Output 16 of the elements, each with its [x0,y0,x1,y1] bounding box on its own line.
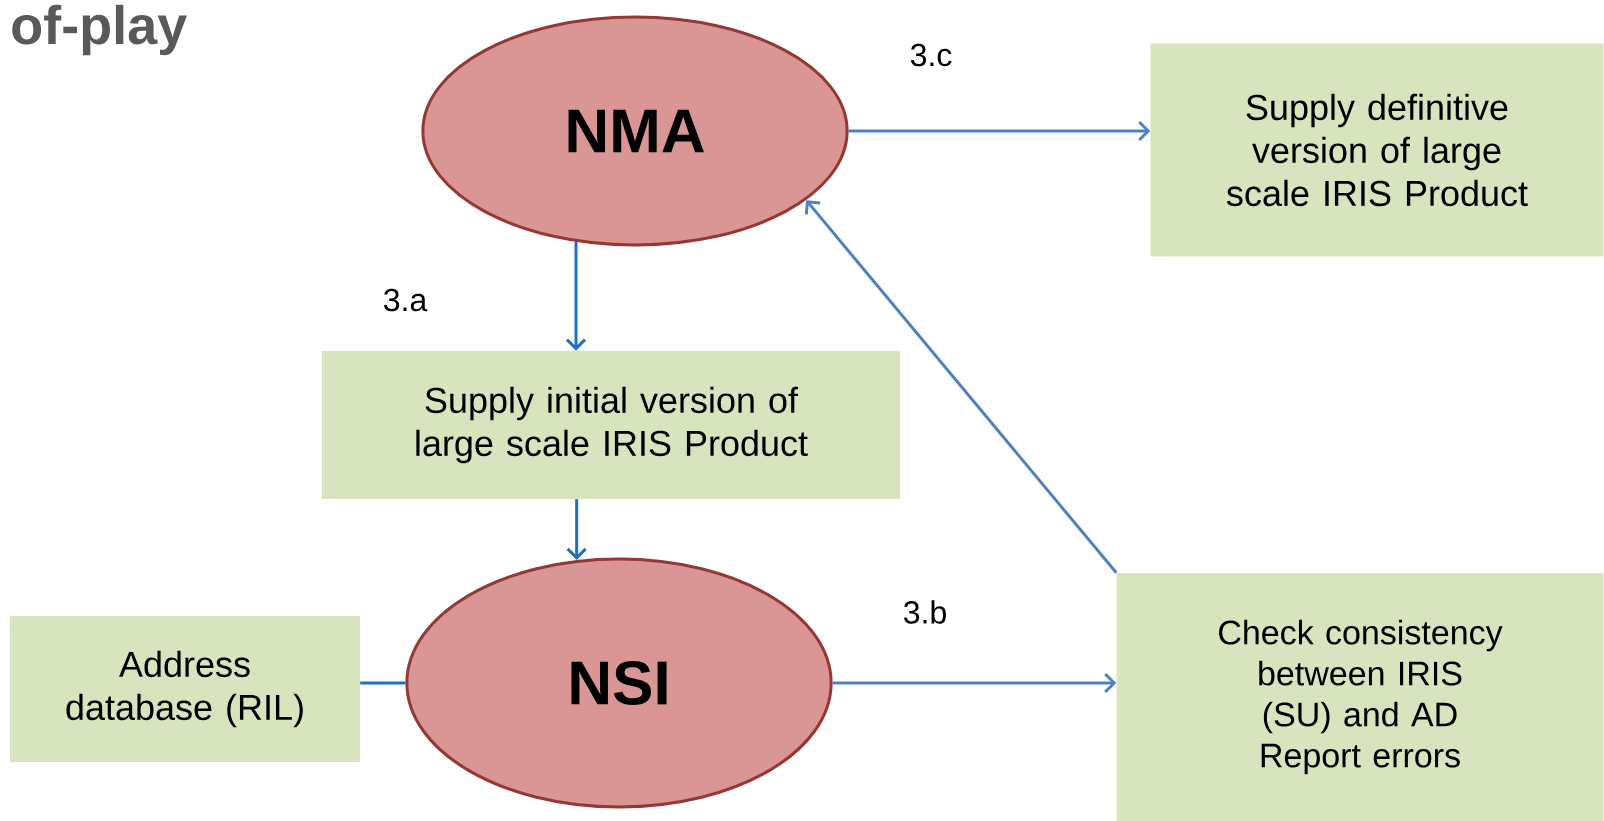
edge-label: 3.b [900,598,950,626]
ellipse-node: NSI [405,557,833,809]
ellipse-node: NMA [421,15,849,247]
arrow [804,200,1118,574]
process-box: Supply definitive version of large scale IRIS Product [1150,43,1604,257]
process-box: Address database (RIL) [10,616,360,762]
title: of-play [12,4,187,56]
edge-label: 3.a [380,286,430,314]
arrow [848,120,1151,142]
process-box: Check consistency between IRIS (SU) and AD Report errors [1116,573,1604,821]
arrow [565,242,587,351]
arrow [566,499,587,560]
process-box: Supply initial version of large scale IRIS Product [322,351,900,499]
arrow [832,672,1117,694]
connector-line [360,681,406,685]
edge-label: 3.c [907,41,955,69]
